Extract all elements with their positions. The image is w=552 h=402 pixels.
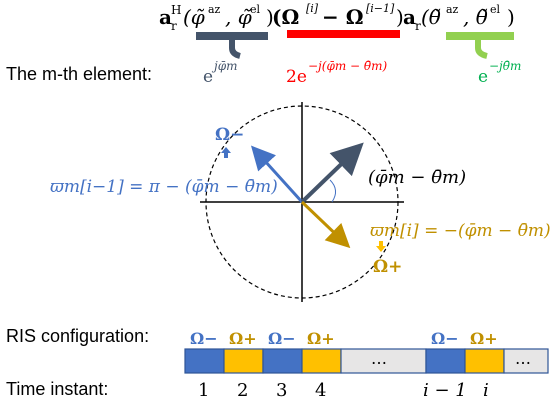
term3-base: e bbox=[478, 67, 488, 87]
time-i-minus-1: i − 1 bbox=[423, 380, 467, 401]
eq-part1-sup1: az bbox=[208, 3, 221, 16]
ris-cell-labels: Ω− Ω+ Ω− Ω+ Ω− Ω+ bbox=[190, 329, 498, 348]
cell-label-4: Ω+ bbox=[307, 329, 335, 348]
eq-part3-mid: , θ̃ bbox=[463, 5, 488, 29]
circle-diagram bbox=[200, 102, 404, 302]
omega-minus-label: Ω− bbox=[215, 125, 244, 145]
eq-part3-args: (θ̃ bbox=[421, 5, 441, 29]
ris-sequence bbox=[184, 348, 549, 374]
eq-part3-end: ) bbox=[507, 5, 515, 29]
phasor-omega-minus bbox=[250, 145, 304, 204]
eq-part1-end: ) bbox=[266, 5, 274, 29]
eq-part3-sup1: az bbox=[446, 3, 459, 16]
ris-cell-4 bbox=[301, 348, 342, 374]
term2-base: 2e bbox=[286, 67, 307, 87]
angle-arc bbox=[329, 179, 336, 203]
eq-part1-sup: H bbox=[171, 3, 181, 17]
eq-middle: (Ω bbox=[272, 5, 299, 29]
phasor-omega-plus bbox=[300, 200, 351, 249]
down-arrow-icon bbox=[376, 241, 386, 252]
eq-part1-mid: , φ̃ bbox=[225, 5, 252, 29]
term2-exp: −j(φ̄m − θ̄m) bbox=[308, 59, 388, 73]
time-3: 3 bbox=[276, 380, 287, 401]
time-4: 4 bbox=[315, 380, 326, 401]
ris-cell-gap-1 bbox=[340, 348, 427, 374]
eq-middle-minus: − Ω bbox=[322, 5, 364, 29]
up-arrow-icon bbox=[221, 147, 231, 158]
term3-exp: −jθ̄m bbox=[489, 59, 521, 73]
element-row-label: The m-th element: bbox=[6, 64, 152, 84]
omega-plus-label: Ω+ bbox=[373, 257, 402, 277]
eq-part1-sup2: el bbox=[250, 3, 261, 16]
phasor-diff bbox=[300, 142, 364, 204]
eq-bracket-red bbox=[287, 30, 400, 38]
eq-bracket-dark bbox=[196, 32, 268, 59]
right-equation: ϖm[i] = −(φ̄m − θ̄m) bbox=[370, 221, 551, 241]
element-terms: e jφ̄m 2e −j(φ̄m − θ̄m) e −jθ̄m bbox=[203, 59, 521, 87]
eq-bracket-green bbox=[446, 32, 514, 59]
cell-label-3: Ω− bbox=[268, 329, 296, 348]
ris-cell-7 bbox=[464, 348, 505, 374]
eq-part1-sub: r bbox=[171, 19, 177, 33]
eq-middle-sup2: [i−1] bbox=[366, 2, 395, 15]
left-equation: ϖm[i−1] = π − (φ̄m − θ̄m) bbox=[50, 177, 278, 197]
time-i: i bbox=[483, 380, 489, 401]
time-label: Time instant: bbox=[6, 379, 108, 399]
eq-part3-sub: r bbox=[415, 19, 421, 33]
ris-cell-gap-2 bbox=[503, 348, 549, 374]
eq-part1: a bbox=[159, 5, 172, 29]
cell-label-2: Ω+ bbox=[229, 329, 257, 348]
eq-middle-sup1: [i] bbox=[306, 2, 319, 15]
eq-part3-sup2: el bbox=[490, 3, 501, 16]
time-1: 1 bbox=[198, 380, 209, 401]
term1-base: e bbox=[203, 67, 213, 87]
ris-label: RIS configuration: bbox=[6, 326, 149, 346]
time-instants: 1 2 3 4 i − 1 i bbox=[198, 380, 489, 401]
cell-label-1: Ω− bbox=[190, 329, 218, 348]
omega-plus-marker: Ω+ bbox=[373, 241, 402, 277]
ris-cell-6 bbox=[425, 348, 466, 374]
term1-exp: jφ̄m bbox=[211, 59, 238, 73]
ellipsis-2: … bbox=[515, 349, 531, 368]
cell-label-6: Ω− bbox=[431, 329, 459, 348]
omega-minus-marker: Ω− bbox=[215, 125, 244, 158]
time-2: 2 bbox=[237, 380, 248, 401]
angle-equation: (φ̄m − θ̄m) bbox=[368, 167, 466, 188]
cell-label-7: Ω+ bbox=[470, 329, 498, 348]
ris-cell-3 bbox=[262, 348, 303, 374]
ris-cell-1 bbox=[184, 348, 225, 374]
ellipsis-1: … bbox=[371, 349, 387, 368]
eq-part1-args: (φ̃ bbox=[183, 5, 205, 29]
ris-cell-2 bbox=[223, 348, 264, 374]
top-equation: a H r (φ̃ az , φ̃ el ) (Ω [i] − Ω [i−1] … bbox=[159, 2, 515, 33]
eq-part3: a bbox=[403, 5, 416, 29]
eq-middle-end: ) bbox=[396, 5, 404, 29]
